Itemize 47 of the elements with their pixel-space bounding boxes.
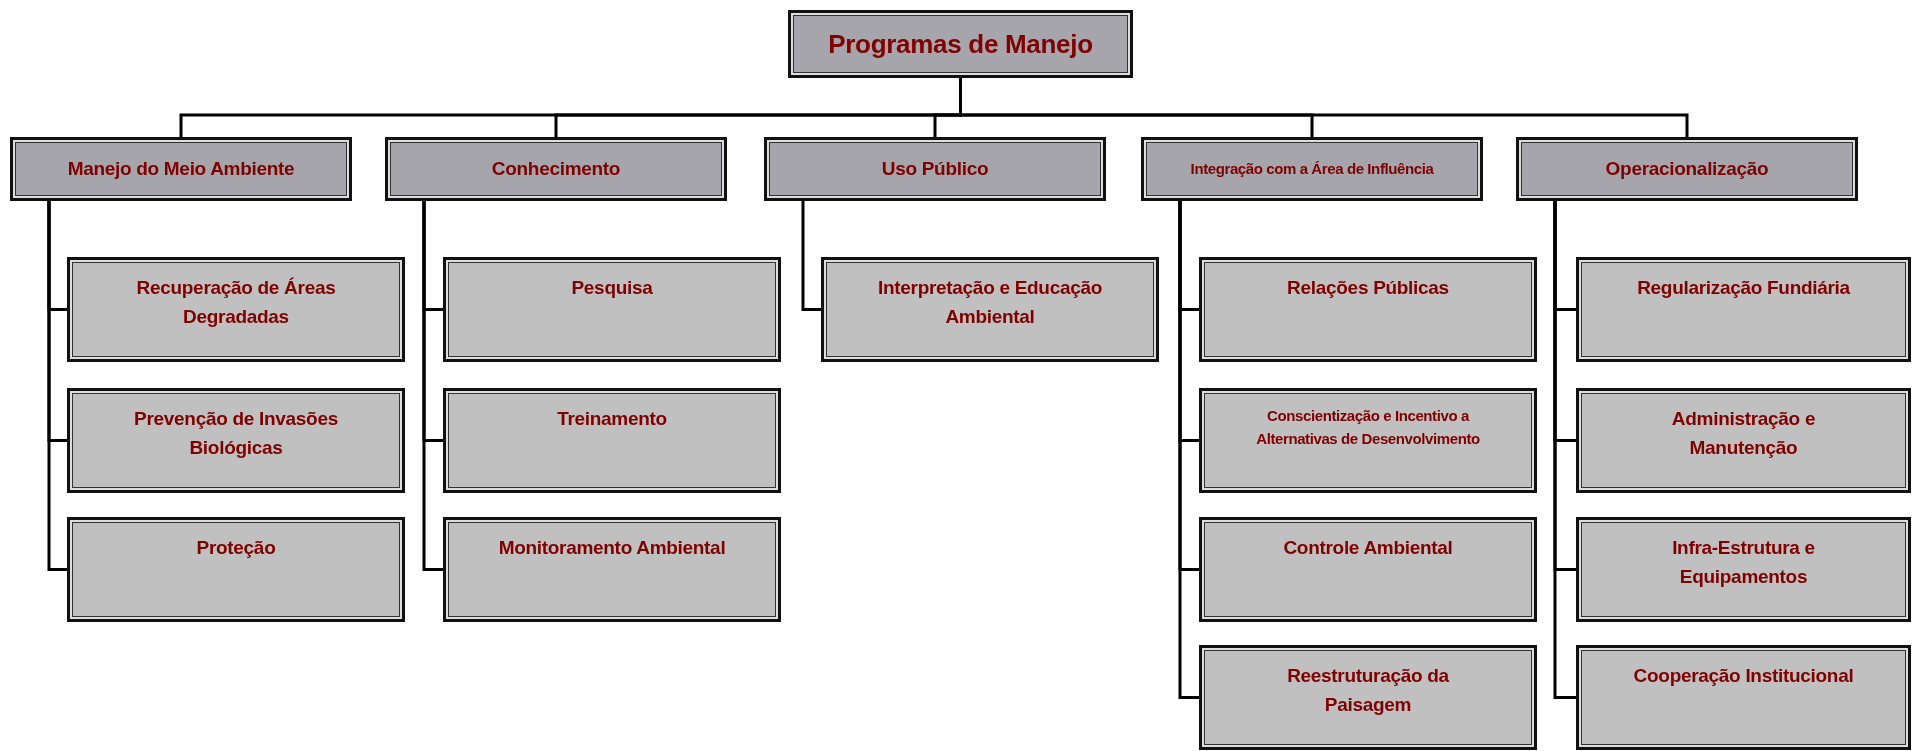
program-box — [821, 257, 1159, 362]
program-box — [1576, 257, 1911, 362]
connector-line — [1553, 201, 1576, 699]
box-label: Operacionalização — [1605, 156, 1769, 181]
program-box — [1576, 517, 1911, 622]
box-label: Conhecimento — [491, 156, 621, 181]
box-label: Controle Ambiental — [1283, 536, 1453, 560]
box-label: Proteção — [196, 536, 276, 560]
program-box — [1199, 517, 1537, 622]
box-label: Interpretação e Educação Ambiental — [876, 276, 1104, 329]
box-label: Pesquisa — [571, 276, 653, 300]
connector-line — [47, 201, 67, 571]
box-label: Manejo do Meio Ambiente — [67, 156, 295, 181]
box-label: Reestruturação da Paisagem — [1286, 664, 1450, 717]
program-box — [443, 388, 781, 493]
connector-line — [422, 201, 443, 571]
program-box — [443, 517, 781, 622]
connector-line — [1178, 201, 1199, 699]
program-box — [1199, 388, 1537, 493]
box-label: Relações Públicas — [1287, 276, 1449, 300]
box-label: Monitoramento Ambiental — [498, 536, 726, 560]
box-label: Infra-Estrutura e Equipamentos — [1671, 536, 1816, 589]
program-box — [1576, 645, 1911, 750]
program-box — [1199, 645, 1537, 750]
program-box — [67, 388, 405, 493]
box-label: Administração e Manutenção — [1670, 407, 1817, 460]
category-box — [10, 137, 352, 201]
box-label: Recuperação de Áreas Degradadas — [135, 276, 337, 329]
box-label: Conscientização e Incentivo a Alternativas de Desenvolvimento — [1255, 406, 1481, 449]
program-box — [1576, 388, 1911, 493]
box-label: Uso Público — [881, 156, 989, 181]
box-label: Cooperação Institucional — [1633, 664, 1854, 688]
box-label: Programas de Manejo — [828, 27, 1093, 61]
connector-line — [801, 201, 821, 311]
box-label: Prevenção de Invasões Biológicas — [133, 407, 339, 460]
root-box — [788, 10, 1133, 78]
category-box — [1141, 137, 1483, 201]
program-box — [1199, 257, 1537, 362]
box-label: Treinamento — [557, 407, 667, 431]
category-box — [1516, 137, 1858, 201]
program-box — [443, 257, 781, 362]
category-box — [764, 137, 1106, 201]
program-box — [67, 257, 405, 362]
box-label: Integração com a Área de Influência — [1190, 158, 1434, 179]
category-box — [385, 137, 727, 201]
box-label: Regularização Fundiária — [1637, 276, 1850, 300]
program-box — [67, 517, 405, 622]
